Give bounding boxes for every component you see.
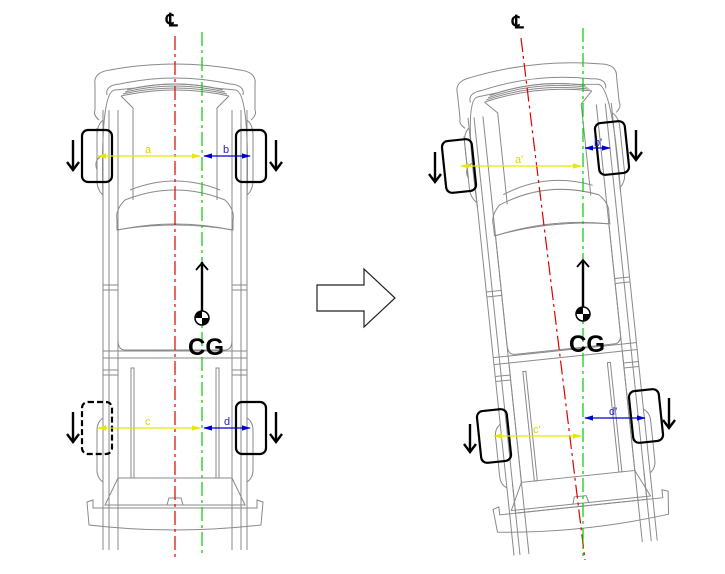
truck-outline-after bbox=[446, 54, 674, 558]
cg-marker-icon-after bbox=[575, 306, 591, 322]
dimension-c-prime-label: c' bbox=[533, 424, 541, 436]
cg-label-before: CG bbox=[188, 334, 224, 361]
cg-velocity-arrow-icon-after bbox=[576, 258, 590, 308]
cg-marker-icon bbox=[194, 310, 210, 326]
vehicle-centerline-after bbox=[520, 37, 586, 561]
cg-velocity-arrow-icon bbox=[195, 261, 209, 312]
rear-left-load-arrow-icon bbox=[66, 412, 80, 444]
transition-arrow-icon bbox=[316, 267, 396, 329]
dimension-a-label: a bbox=[145, 144, 152, 156]
dimension-d-label: d bbox=[224, 416, 230, 428]
front-right-load-arrow-icon bbox=[269, 140, 283, 172]
centerline-symbol-after: ℄ bbox=[511, 12, 524, 33]
dimension-b-prime-label: b' bbox=[594, 137, 602, 149]
after-vehicle: ℄ a' b' c' d' CG bbox=[428, 12, 676, 561]
cg-label-after: CG bbox=[569, 331, 605, 358]
dimension-a-prime-label: a' bbox=[515, 154, 523, 166]
front-left-load-arrow-icon-after bbox=[428, 152, 442, 184]
rear-right-load-arrow-icon bbox=[269, 412, 283, 444]
dimension-d-prime-label: d' bbox=[609, 406, 617, 418]
before-vehicle: ℄ a b c d CG bbox=[66, 10, 283, 560]
dimension-c-label: c bbox=[145, 416, 151, 428]
front-left-load-arrow-icon bbox=[66, 140, 80, 172]
front-right-load-arrow-icon-after bbox=[629, 130, 643, 162]
dimension-b-label: b bbox=[223, 144, 229, 156]
rear-right-load-arrow-icon-after bbox=[662, 398, 676, 430]
rear-left-load-arrow-icon-after bbox=[463, 424, 477, 454]
centerline-symbol-before: ℄ bbox=[165, 10, 178, 31]
